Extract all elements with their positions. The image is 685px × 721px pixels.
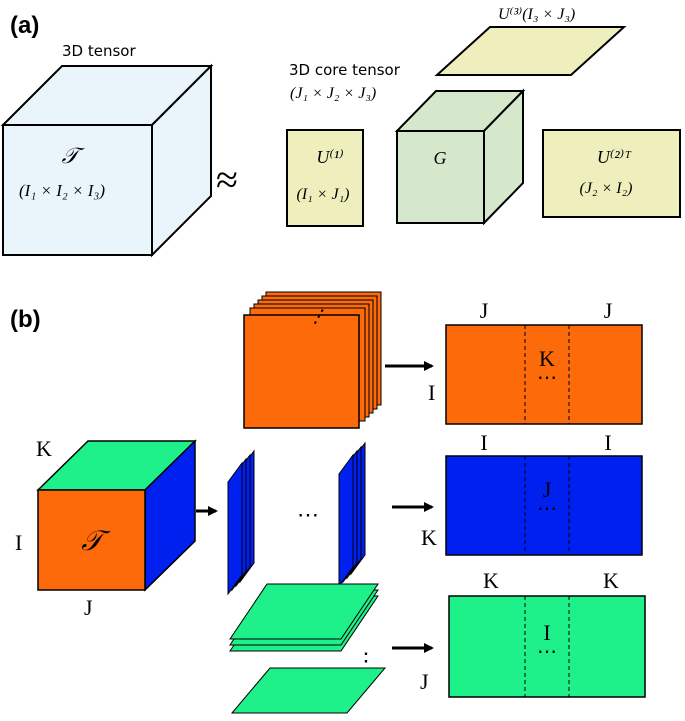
u1-dims: (I₁ × J₁) [296,186,349,203]
unfolding-mode1 [445,324,643,425]
approx-sign: ≈ [216,157,238,202]
mint-slices-vdots: ⋮ [355,648,377,673]
unfold1-mid-dots: ⋯ [537,367,557,389]
core-caption: 3D core tensor [289,61,401,79]
unfold2-mid: J [543,477,552,502]
blue-slices-dots: ⋯ [297,502,319,527]
unfolding-mode2 [445,455,643,556]
unfold3-side: J [420,669,429,694]
tensor-caption: 3D tensor [62,42,136,60]
unfold1-top-right: J [604,298,613,323]
blue-slice-group-left [227,449,255,596]
unfold3-top-right: K [603,568,619,593]
unfold3-mid: I [543,620,550,645]
blue-slice-group-right [338,441,366,588]
unfold1-mid: K [539,346,555,371]
unfolding-mode3 [448,595,646,698]
u1-symbol: U⁽¹⁾ [316,147,343,167]
unfold3-top-left: K [483,568,499,593]
u2-matrix [542,129,681,218]
u3-matrix [434,26,627,76]
tensor-cube [0,63,214,258]
unfold2-side: K [421,525,437,550]
orange-slice-stack [243,291,382,429]
unfold1-top-left: J [480,298,489,323]
core-dims: (J₁ × J₂ × J₃) [290,85,376,102]
u3-label: U⁽³⁾(I₃ × J₃) [498,6,575,23]
unfold3-mid-dots: ⋯ [537,641,557,663]
panel-a-label: (a) [10,12,39,39]
cube-label-k: K [36,436,52,461]
unfold2-top-left: I [480,430,487,455]
unfold2-top-right: I [604,430,611,455]
panel-b-label: (b) [10,306,41,333]
cube-label-j: J [84,595,93,620]
mint-slice-stack-top [229,583,379,652]
u2-symbol: U⁽²⁾ᵀ [597,147,632,167]
core-symbol: G [434,148,447,168]
colored-cube [36,439,197,592]
u2-dims: (J₂ × I₂) [579,180,632,197]
unfold2-mid-dots: ⋯ [537,498,557,520]
core-tensor [394,88,526,226]
unfold1-side: I [428,380,435,405]
tensor-dims: (I₁ × I₂ × I₃) [19,181,105,200]
cube-label-i: I [15,530,22,555]
mint-slice-bottom [230,667,387,714]
u1-matrix [286,129,364,227]
